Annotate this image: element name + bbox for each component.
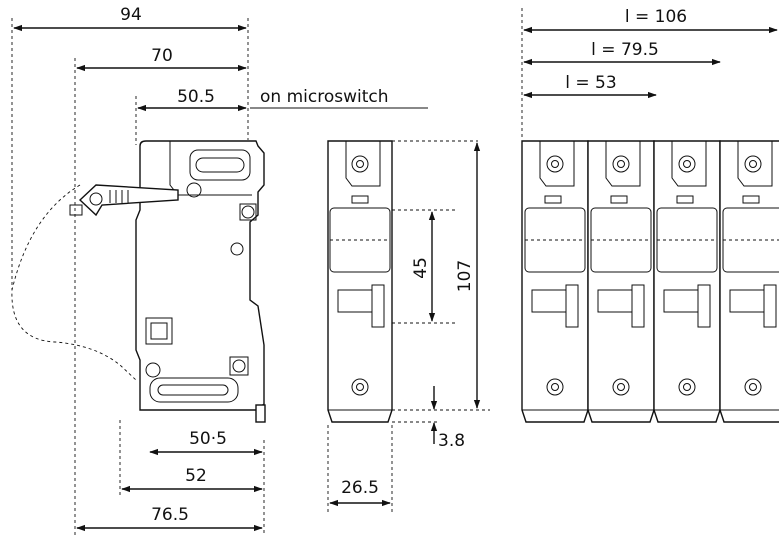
toggle-lever: [78, 184, 179, 217]
lower-slot-outer: [149, 377, 239, 403]
pole-screw-bottom-ring: [546, 378, 564, 396]
pole-top-cap: [605, 141, 641, 187]
pole-screw-top: [617, 160, 625, 168]
pole-screw-bottom: [683, 383, 691, 391]
pole-screw-top-ring: [744, 155, 762, 173]
pole-toggle: [697, 284, 711, 328]
pole-screw-bottom: [749, 383, 757, 391]
label-3-8: 3.8: [438, 431, 465, 451]
upper-slot-inner: [195, 157, 245, 173]
front-screw-top: [356, 160, 364, 168]
label-107: 107: [455, 260, 475, 292]
pole-screw-top: [749, 160, 757, 168]
front-body: [327, 140, 393, 423]
front-screw-bottom-ring: [351, 378, 369, 396]
pole-group: [521, 140, 779, 423]
pole-screw-top-ring: [612, 155, 630, 173]
label-45: 45: [411, 257, 431, 279]
side-screw-2-frame: [229, 356, 249, 376]
pole-toggle: [763, 284, 777, 328]
label-microswitch: on microswitch: [260, 87, 389, 107]
front-top-cap: [345, 141, 381, 187]
front-screw-top-ring: [351, 155, 369, 173]
pole-screw-bottom-ring: [744, 378, 762, 396]
pole-body: [587, 140, 655, 423]
front-toggle: [371, 284, 385, 328]
pole-screw-top-ring: [678, 155, 696, 173]
label-26-5: 26.5: [341, 478, 379, 498]
side-terminal-inner: [150, 322, 168, 340]
pole-handle-top: [742, 195, 760, 204]
pole-top-cap: [671, 141, 707, 187]
pole-screw-bottom-ring: [612, 378, 630, 396]
pole-handle-top: [676, 195, 694, 204]
label-70: 70: [151, 46, 173, 66]
pole-toggle: [565, 284, 579, 328]
lever-tip: [69, 204, 83, 216]
side-screw-1-frame: [239, 203, 257, 221]
pole-screw-top-ring: [546, 155, 564, 173]
pole-1: [521, 140, 589, 423]
front-screw-bottom: [356, 383, 364, 391]
multi-pole-view: l = 106 l = 79.5 l = 53: [521, 7, 779, 423]
pole-4: [719, 140, 779, 423]
side-view: 94 70 50.5 on microswitch 50·5 52 76.5: [11, 5, 428, 535]
pole-body: [521, 140, 589, 423]
label-l106: l = 106: [625, 7, 687, 27]
label-50-5-top: 50.5: [177, 87, 215, 107]
pole-top-cap: [737, 141, 773, 187]
side-screw-2: [232, 359, 246, 373]
pole-top-cap: [539, 141, 575, 187]
pole-handle-top: [544, 195, 562, 204]
label-76-5: 76.5: [151, 505, 189, 525]
breaker-side-body: [135, 140, 265, 411]
label-50-5-bottom: 50·5: [189, 429, 227, 449]
label-l53: l = 53: [565, 73, 616, 93]
label-52: 52: [185, 466, 207, 486]
side-hole-1: [186, 182, 202, 198]
din-clip: [255, 404, 266, 423]
lever-swing-path: [11, 184, 137, 381]
label-l79-5: l = 79.5: [591, 40, 659, 60]
pole-screw-bottom: [551, 383, 559, 391]
front-view: 45 107 3.8 26.5: [327, 140, 490, 515]
side-terminal-frame: [145, 317, 173, 345]
side-hole-3: [145, 362, 161, 378]
pole-3: [653, 140, 721, 423]
lower-slot-inner: [157, 384, 229, 396]
pole-handle-top: [610, 195, 628, 204]
front-handle-top: [351, 195, 369, 204]
lever-pivot: [89, 192, 103, 206]
pole-screw-top: [551, 160, 559, 168]
pole-screw-bottom: [617, 383, 625, 391]
side-hole-2: [230, 242, 244, 256]
pole-body: [653, 140, 721, 423]
pole-toggle: [631, 284, 645, 328]
side-screw-1: [241, 205, 255, 219]
pole-screw-bottom-ring: [678, 378, 696, 396]
pole-2: [587, 140, 655, 423]
pole-screw-top: [683, 160, 691, 168]
label-94: 94: [120, 5, 142, 25]
upper-slot-outer: [189, 149, 251, 181]
